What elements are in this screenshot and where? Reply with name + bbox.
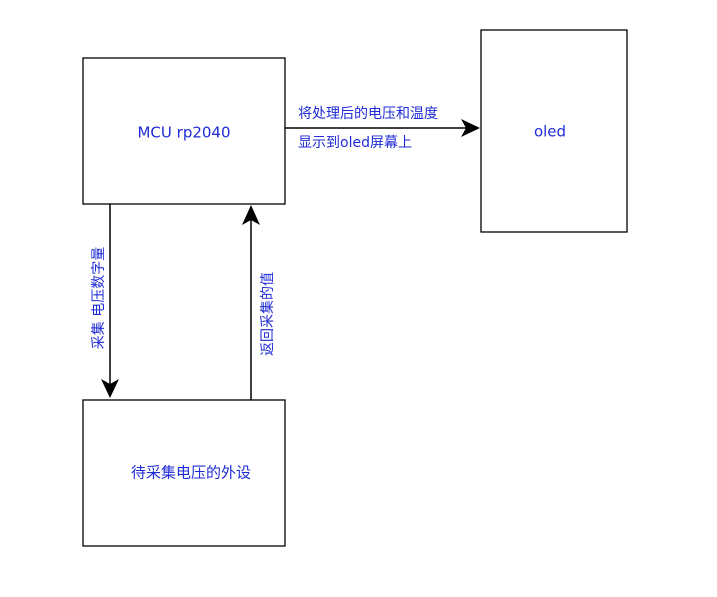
edge-mcu-to-peripheral-label: 采集 电压数字量 xyxy=(90,247,107,349)
edge-peripheral-to-mcu-arrowhead xyxy=(242,205,260,225)
oled-node-box xyxy=(480,29,628,233)
peripheral-node-box xyxy=(82,399,286,547)
edge-mcu-to-oled-label-line2: 显示到oled屏幕上 xyxy=(298,135,412,151)
edge-mcu-to-peripheral-arrowhead xyxy=(101,379,119,398)
edge-peripheral-to-mcu: 返回采集的值 xyxy=(242,205,276,400)
edge-mcu-to-peripheral: 采集 电压数字量 xyxy=(90,204,119,398)
mcu-node: MCU rp2040 xyxy=(82,57,286,205)
peripheral-node-label: 待采集电压的外设 xyxy=(131,464,251,482)
edge-peripheral-to-mcu-label: 返回采集的值 xyxy=(259,272,276,356)
oled-node-label: oled xyxy=(534,123,566,141)
edge-mcu-to-oled-arrowhead xyxy=(461,119,480,137)
mcu-node-label: MCU rp2040 xyxy=(137,124,230,142)
oled-node: oled xyxy=(480,29,628,233)
edge-mcu-to-oled: 将处理后的电压和温度 显示到oled屏幕上 xyxy=(285,106,480,151)
edge-mcu-to-oled-label-line1: 将处理后的电压和温度 xyxy=(298,106,438,122)
peripheral-node: 待采集电压的外设 xyxy=(82,399,286,547)
mcu-node-box xyxy=(82,57,286,205)
